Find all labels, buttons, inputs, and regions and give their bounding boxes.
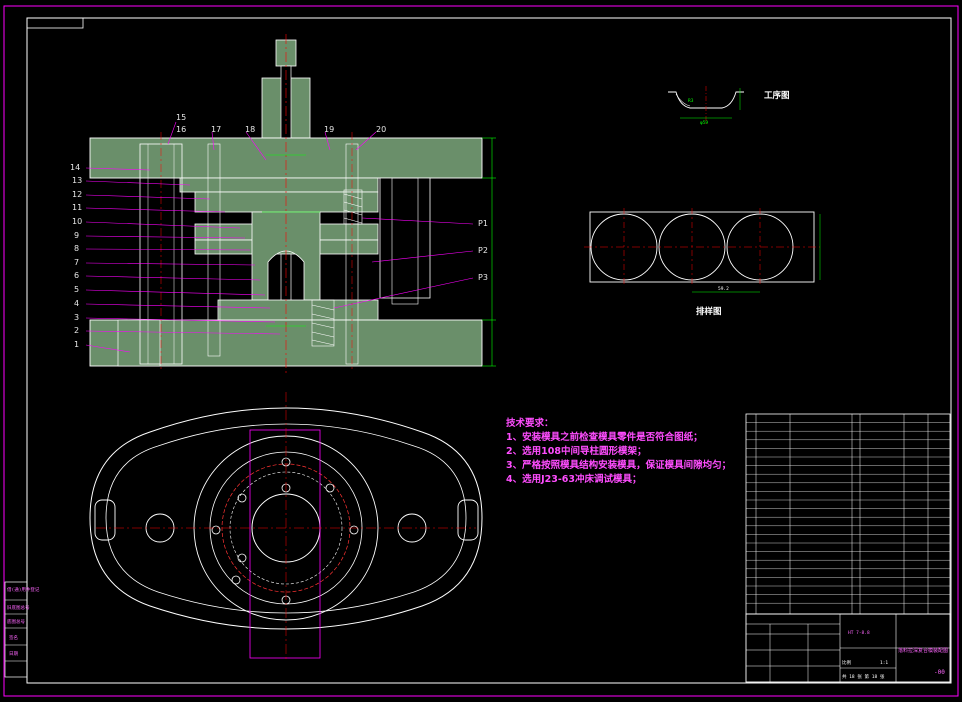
punch-fixed-plate: [194, 191, 379, 213]
part-num-10: 10: [72, 217, 82, 226]
part-num-2: 2: [74, 326, 79, 335]
process-dim-2: φ59: [700, 120, 708, 126]
sheet-count: 共 18 张 第 18 张: [842, 673, 885, 680]
part-num-12: 12: [72, 190, 82, 199]
part-num-8: 8: [74, 244, 79, 253]
part-num-p1: P1: [478, 219, 488, 228]
tech-item-4: 4、选用J23-63冲床调试模具；: [506, 473, 642, 485]
part-num-7: 7: [74, 258, 79, 267]
part-num-p3: P3: [478, 273, 488, 282]
part-num-9: 9: [74, 231, 79, 240]
drawing-number: -00: [934, 669, 945, 676]
strip-layout-drawing: 59.2 排样图: [584, 208, 821, 317]
spring-lower: [311, 299, 335, 347]
lower-die-fixed-plate: [217, 299, 379, 321]
part-num-3: 3: [74, 313, 79, 322]
process-dim-1: R3: [688, 98, 694, 104]
part-num-19: 19: [324, 125, 334, 134]
guide-post-right: [379, 177, 431, 299]
part-num-4: 4: [74, 299, 79, 308]
tech-item-3: 3、严格按照模具结构安装模具，保证模具间隙均匀；: [506, 459, 731, 471]
tech-title: 技术要求：: [506, 417, 554, 429]
part-num-17: 17: [211, 125, 221, 134]
part-num-5: 5: [74, 285, 79, 294]
stamp-text-5: 日期: [9, 651, 18, 657]
layout-dim: 59.2: [718, 286, 729, 292]
scale-value: 1:1: [880, 660, 888, 666]
lower-plate-step: [117, 319, 161, 367]
part-num-6: 6: [74, 271, 79, 280]
part-num-18: 18: [245, 125, 255, 134]
drawing-name: 落料拉深复合模装配图: [898, 647, 948, 654]
process-drawing-title: 工序图: [764, 90, 790, 101]
corner-tag-box: [26, 17, 84, 29]
title-block: HT 7-8.8 落料拉深复合模装配图 比例 1:1 共 18 张 第 18 张…: [745, 613, 951, 683]
material-text: HT 7-8.8: [848, 630, 870, 636]
stamp-text-2: 旧底图总号: [7, 604, 30, 611]
inner-frame: [26, 17, 952, 684]
part-num-20: 20: [376, 125, 386, 134]
part-number-callouts: 14 13 12 11 10 9 8 7 6 5 4 3 2 1 15 16 1…: [70, 113, 488, 349]
technical-requirements: 技术要求： 1、安装模具之前检查模具零件是否符合图纸； 2、选用108中间导柱圆…: [506, 417, 731, 485]
parts-list-table: [745, 413, 951, 615]
part-num-11: 11: [72, 203, 82, 212]
part-num-16: 16: [176, 125, 186, 134]
dimension-lines: [262, 137, 496, 367]
stamp-text-3: 底图总号: [7, 618, 25, 625]
layout-drawing-title: 排样图: [696, 306, 722, 317]
part-num-14: 14: [70, 163, 80, 172]
outer-frame: [3, 5, 959, 697]
scale-label: 比例: [842, 659, 851, 666]
assembly-section-view: [85, 34, 496, 376]
tech-item-2: 2、选用108中间导柱圆形模架；: [506, 445, 646, 457]
plan-view: [89, 392, 483, 662]
part-num-13: 13: [72, 176, 82, 185]
stamp-text-4: 签名: [9, 634, 18, 641]
left-stamp-column: 借(通)用件登记 旧底图总号 底图总号 签名 日期: [4, 581, 40, 678]
stamp-text-1: 借(通)用件登记: [7, 586, 40, 593]
process-drawing: R3 φ59 工序图: [668, 86, 790, 126]
part-num-15: 15: [176, 113, 186, 122]
tech-item-1: 1、安装模具之前检查模具零件是否符合图纸；: [506, 431, 703, 443]
part-num-1: 1: [74, 340, 79, 349]
part-num-p2: P2: [478, 246, 488, 255]
leader-lines-left: [85, 121, 474, 353]
spring-upper: [343, 189, 363, 225]
